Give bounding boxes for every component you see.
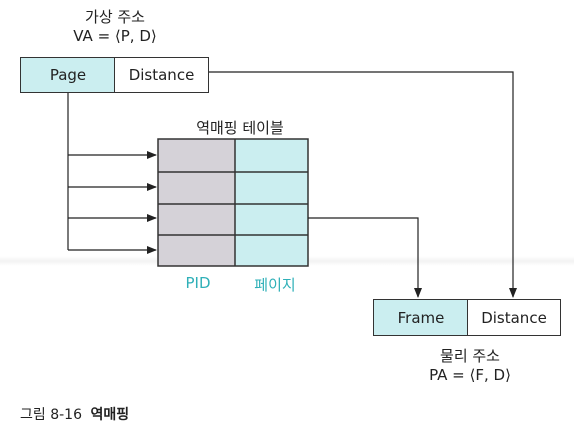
figure-number: 그림 8-16 [20,407,82,423]
distance-arrow [209,71,517,298]
va-distance-box: Distance [114,57,209,93]
pa-frame-label: Frame [397,308,445,327]
pa-distance-label: Distance [481,308,547,327]
virtual-address-title: 가상 주소 [85,8,145,26]
frame-arrow [308,217,422,298]
va-page-box: Page [20,57,116,93]
virtual-address-formula: VA = ⟨P, D⟩ [73,27,157,45]
pa-frame-box: Frame [373,299,469,336]
va-page-label: Page [49,66,87,84]
va-distance-label: Distance [128,66,195,84]
page-column-label: 페이지 [254,276,296,294]
page-column [235,139,308,266]
figure-title: 역매핑 [90,407,130,423]
physical-address-formula: PA = ⟨F, D⟩ [429,366,511,384]
pid-column-label: PID [185,274,211,292]
table-grid [157,138,309,267]
physical-address-title: 물리 주소 [440,347,500,365]
pa-distance-box: Distance [467,299,561,336]
inverted-page-table [158,139,308,266]
inverted-table-title: 역매핑 테이블 [196,119,284,137]
figure-caption: 그림 8-16 역매핑 [20,404,129,424]
search-arrows [67,93,157,254]
pid-column [158,139,235,266]
